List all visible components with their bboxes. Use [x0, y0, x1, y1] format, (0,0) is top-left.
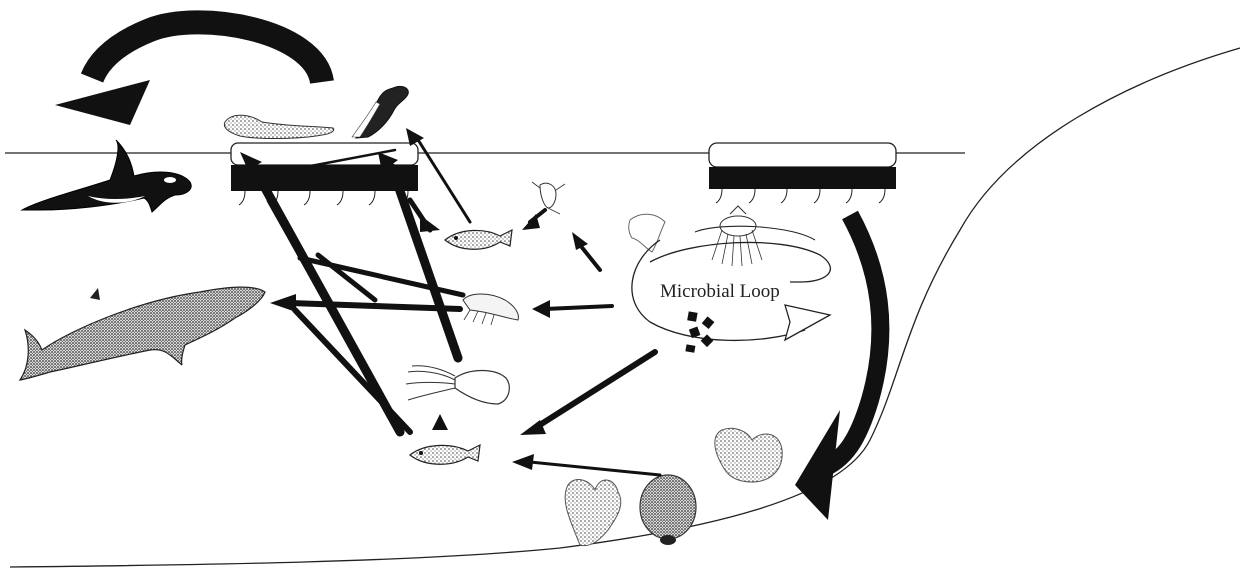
arrowhead: [420, 215, 440, 232]
curved-arrow-top-left: [55, 22, 322, 125]
fish-icon: [410, 445, 480, 464]
ciliate-icon: [629, 214, 665, 252]
ice-floe-right: [709, 143, 896, 203]
penguin-icon: [352, 86, 408, 138]
copepod-icon: [532, 182, 565, 214]
minke-whale-icon: [20, 287, 265, 380]
seal-icon: [224, 115, 333, 138]
orca-icon: [22, 140, 191, 212]
open-arrowhead: [785, 305, 830, 340]
algae-icon: [715, 428, 782, 482]
microbial-loop-label: Microbial Loop: [660, 281, 780, 302]
microbial-loop-cycle: Microbial Loop: [632, 226, 831, 340]
krill-icon: [463, 294, 518, 325]
diatom-icon: [712, 206, 762, 266]
algae-icon: [565, 480, 621, 546]
detritus-icon: [685, 311, 714, 352]
squid-icon: [406, 366, 509, 404]
fish-icon: [445, 230, 512, 249]
